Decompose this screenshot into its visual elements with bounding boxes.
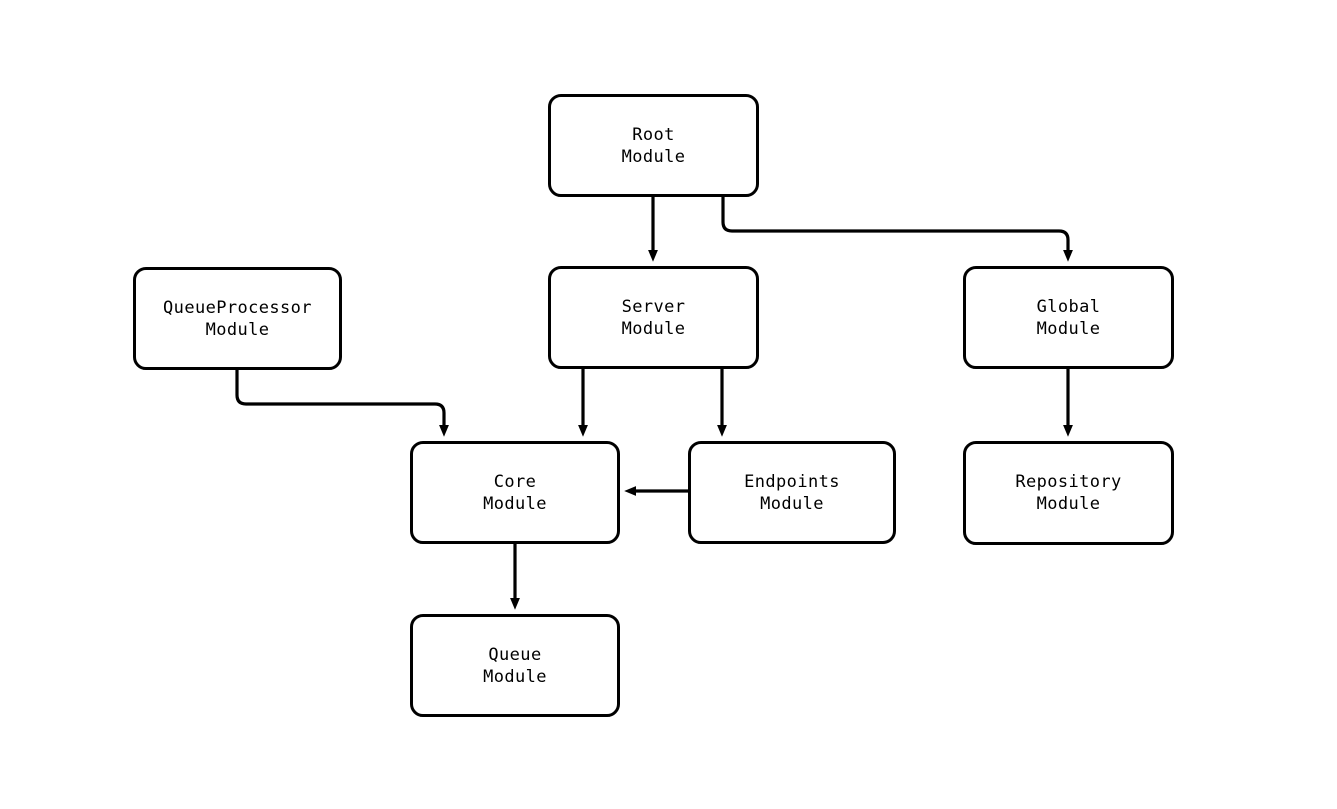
node-core-label-line1: Core (493, 471, 537, 492)
node-queue-label-line2: Module (483, 666, 547, 687)
node-server-label-line1: Server (621, 296, 686, 317)
node-queue-label-line1: Queue (488, 644, 542, 665)
node-root-label-line2: Module (621, 146, 686, 167)
node-endpoints[interactable]: Endpoints Module (688, 441, 896, 544)
node-root-label-line1: Root (632, 124, 675, 145)
node-server-label-line2: Module (621, 318, 686, 339)
node-repository-label-line1: Repository (1015, 472, 1122, 492)
node-root[interactable]: Root Module (548, 94, 759, 197)
node-global[interactable]: Global Module (963, 266, 1174, 369)
node-queueprocessor-label-line2: Module (205, 319, 270, 340)
node-endpoints-label-line1: Endpoints (744, 471, 840, 492)
node-global-label-line2: Module (1036, 318, 1101, 339)
node-server[interactable]: Server Module (548, 266, 759, 369)
node-core[interactable]: Core Module (410, 441, 620, 544)
node-queue[interactable]: Queue Module (410, 614, 620, 717)
node-core-label-line2: Module (483, 493, 547, 514)
node-repository[interactable]: Repository Module (963, 441, 1174, 545)
node-queueprocessor[interactable]: QueueProcessor Module (133, 267, 342, 370)
edge-root-global (721, 197, 1073, 262)
node-queueprocessor-label-line1: QueueProcessor (163, 297, 312, 318)
edge-queueprocessor-core (235, 370, 449, 437)
node-endpoints-label-line2: Module (760, 493, 824, 514)
node-repository-label-line2: Module (1036, 494, 1101, 514)
node-global-label-line1: Global (1036, 296, 1101, 317)
